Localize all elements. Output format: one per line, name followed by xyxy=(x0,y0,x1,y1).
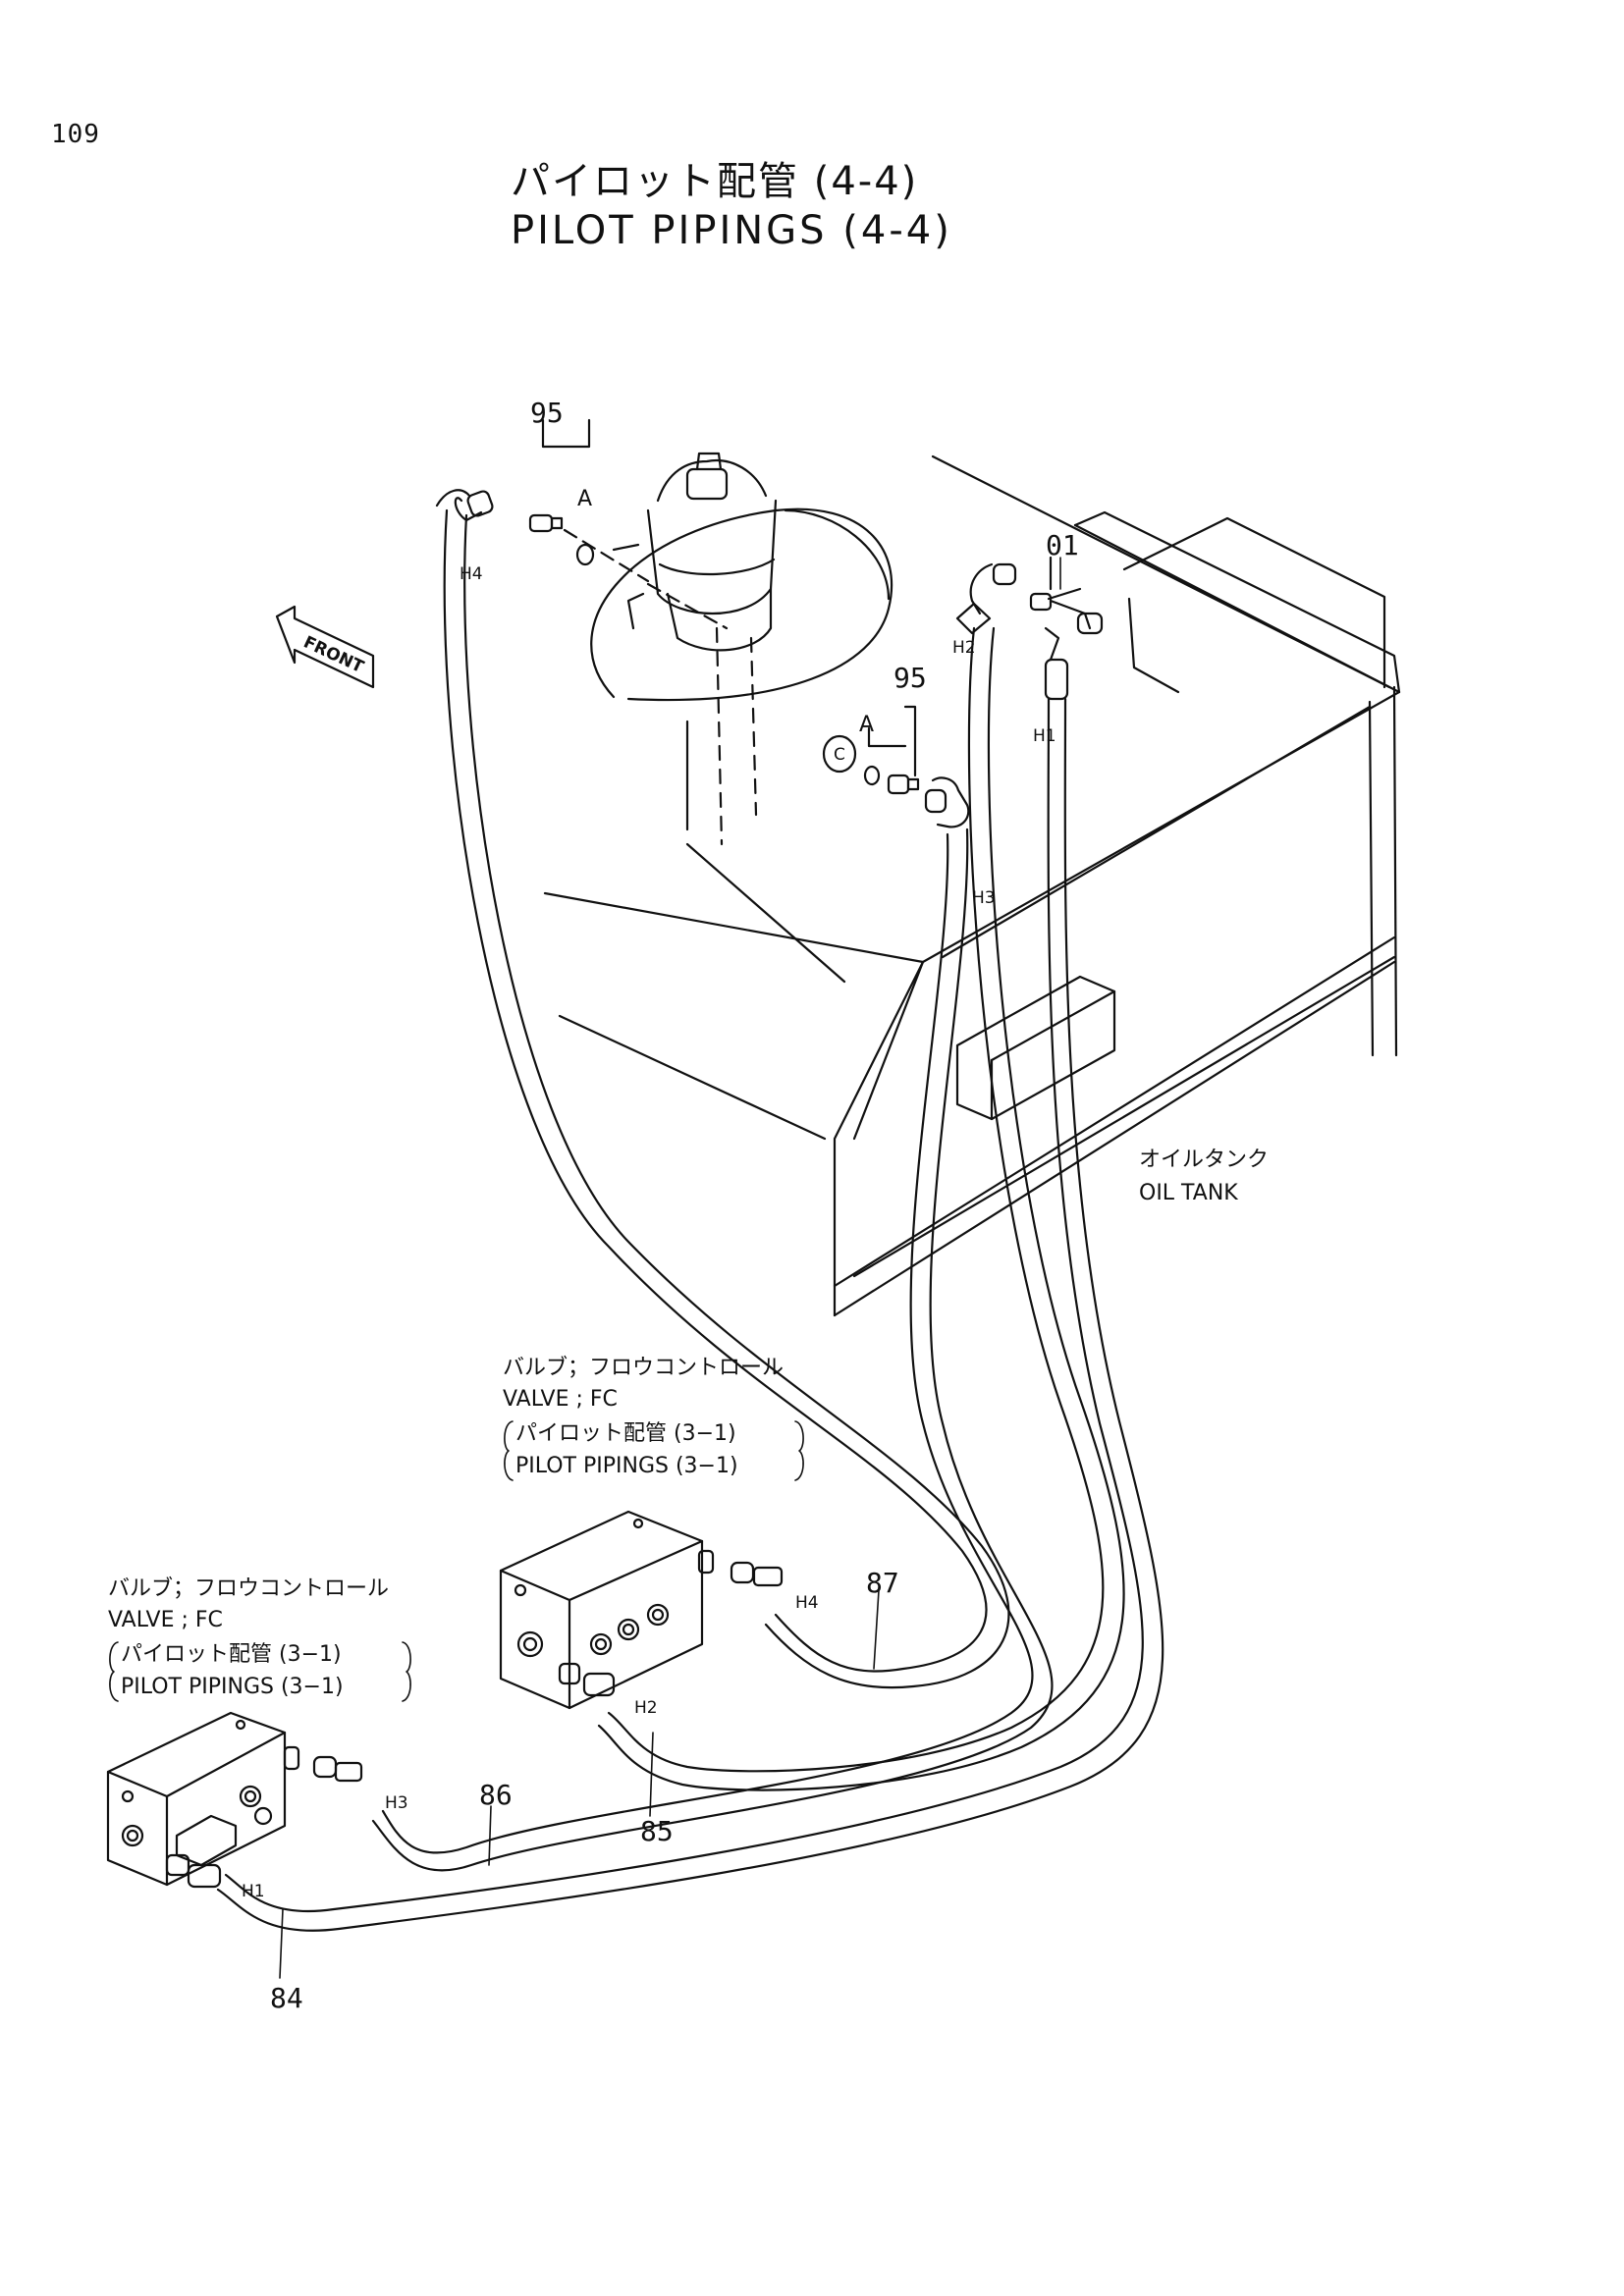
hose-tag-h4-bottom: H4 xyxy=(795,1593,819,1613)
detail-mark-a-mid: A xyxy=(859,713,874,737)
detail-mark-a-top: A xyxy=(577,487,592,511)
valve-upper-ref-jp: パイロット配管 (3−1) xyxy=(515,1421,736,1446)
oil-tank-label-en: OIL TANK xyxy=(1139,1181,1238,1205)
pilot-hoses xyxy=(216,508,1164,1932)
suction-filter-assembly xyxy=(612,452,778,846)
hose-tag-h3-top: H3 xyxy=(972,888,996,908)
valve-lower-ref-en: PILOT PIPINGS (3−1) xyxy=(121,1675,344,1699)
page-number: 109 xyxy=(51,120,100,149)
reference-brackets xyxy=(109,1420,804,1702)
hose-tag-h1-bottom: H1 xyxy=(242,1882,265,1901)
valve-lower-ref-jp: パイロット配管 (3−1) xyxy=(121,1642,342,1667)
valve-upper-label-jp: バルブ；フロウコントロール xyxy=(503,1356,784,1380)
hose-tag-h2-top: H2 xyxy=(952,638,976,658)
part-86: 86 xyxy=(479,1779,513,1811)
hose-tag-h1-top: H1 xyxy=(1033,726,1056,746)
hose-tag-h2-bottom: H2 xyxy=(634,1698,658,1718)
front-arrow: FRONT xyxy=(275,605,375,689)
valve-fc-lower xyxy=(106,1711,363,1889)
valve-lower-label-jp: バルブ；フロウコントロール xyxy=(108,1576,389,1601)
valve-upper-ref-en: PILOT PIPINGS (3−1) xyxy=(515,1454,738,1478)
page-title-english: PILOT PIPINGS (4-4) xyxy=(511,208,952,253)
oil-tank xyxy=(558,454,1401,1317)
part-01: 01 xyxy=(1046,529,1079,561)
detail-mark-c: C xyxy=(834,745,845,765)
leader-lines xyxy=(279,429,1061,1979)
part-95-top: 95 xyxy=(530,397,564,429)
front-label: FRONT xyxy=(300,632,367,677)
page-title-japanese: パイロット配管 (4-4) xyxy=(511,159,919,204)
fitting-group-01 xyxy=(955,556,1104,701)
valve-upper-label-en: VALVE ; FC xyxy=(503,1387,618,1412)
part-87: 87 xyxy=(866,1567,899,1599)
fitting-group-95-mid xyxy=(822,705,970,828)
valve-fc-upper xyxy=(499,1510,784,1710)
part-85: 85 xyxy=(640,1815,674,1847)
hose-tag-h4-top: H4 xyxy=(460,564,483,584)
part-84: 84 xyxy=(270,1982,303,2014)
valve-lower-label-en: VALVE ; FC xyxy=(108,1608,223,1632)
hose-tag-h3-bottom: H3 xyxy=(385,1793,408,1813)
tank-top-reservoir xyxy=(543,507,925,964)
part-95-mid: 95 xyxy=(893,662,927,694)
oil-tank-label-jp: オイルタンク xyxy=(1139,1148,1269,1172)
